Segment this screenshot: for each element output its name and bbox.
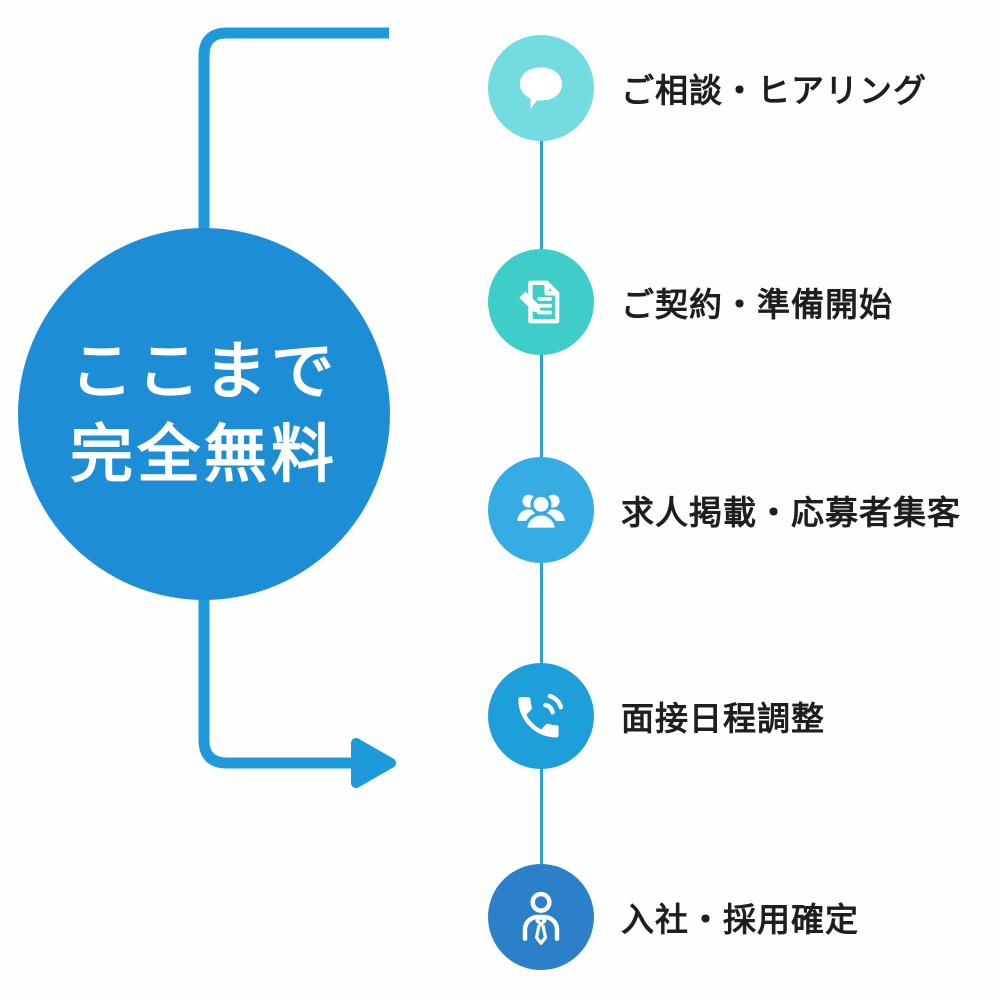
step-circle [488, 457, 594, 563]
chat-bubble-icon [519, 67, 563, 109]
step-circle [488, 864, 594, 970]
free-badge-circle: ここまで 完全無料 [18, 228, 390, 600]
phone-icon [518, 693, 564, 738]
step-label: ご相談・ヒアリング [621, 72, 927, 109]
step-circle [488, 249, 594, 355]
step-circle [488, 663, 594, 769]
step-contract: ご契約・準備開始 [488, 249, 893, 355]
step-label: ご契約・準備開始 [621, 286, 893, 323]
people-icon [517, 493, 565, 531]
document-pen-icon [519, 280, 560, 324]
step-hiring-confirmed: 入社・採用確定 [488, 864, 859, 970]
step-label: 入社・採用確定 [621, 901, 859, 938]
step-job-posting: 求人掲載・応募者集客 [488, 457, 961, 563]
step-consultation: ご相談・ヒアリング [488, 35, 927, 141]
step-interview-scheduling: 面接日程調整 [488, 663, 825, 769]
arrow-right-icon [351, 738, 396, 788]
step-label: 求人掲載・応募者集客 [621, 494, 961, 531]
step-circle [488, 35, 594, 141]
free-badge-line2: 完全無料 [70, 420, 338, 490]
step-label: 面接日程調整 [621, 700, 825, 737]
person-tie-icon [522, 891, 560, 945]
free-badge-line1: ここまで [70, 336, 338, 407]
